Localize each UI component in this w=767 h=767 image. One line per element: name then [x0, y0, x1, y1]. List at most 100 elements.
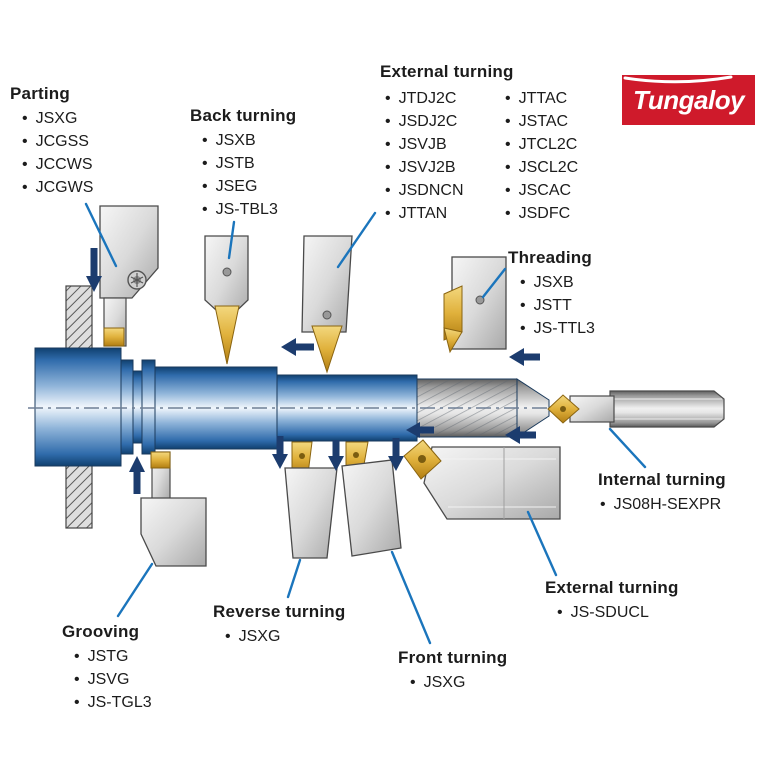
series-code-item: JSDNCN: [385, 179, 481, 202]
series-code-item: JS08H-SEXPR: [600, 493, 726, 516]
back-turning-screw: [222, 267, 232, 277]
screw-torx-line-3: [130, 276, 144, 284]
arrow-mid-down-head: [328, 456, 344, 471]
arrow-top-left-feed-head: [281, 338, 296, 356]
arrow-front-down-head: [388, 456, 404, 471]
workpiece-groove-ring: [132, 370, 143, 444]
threading-insert-tip: [443, 327, 463, 354]
label-internal-turning-title: Internal turning: [598, 470, 726, 489]
leader-grooving: [116, 562, 154, 618]
workpiece-graphic: [28, 347, 552, 467]
series-code-item: JSCAC: [505, 179, 601, 202]
series-code-item: JS-TBL3: [202, 198, 296, 221]
series-code-item: JSXB: [202, 129, 296, 152]
series-code-item: JSXB: [520, 271, 595, 294]
boring-bar-shank: [609, 390, 725, 428]
label-group-external-turning-top: External turning JTDJ2CJSDJ2CJSVJBJSVJ2B…: [380, 62, 601, 225]
workpiece-ring-2: [141, 359, 156, 455]
external-turning-bottom-series-list: JS-SDUCL: [557, 601, 679, 624]
tungaloy-logo: Tungaloy: [622, 75, 755, 125]
series-code-item: JCCWS: [22, 153, 93, 176]
label-group-front-turning: Front turning JSXG: [398, 648, 507, 694]
series-code-item: JCGWS: [22, 176, 94, 199]
reverse-turning-holder: [284, 467, 338, 559]
label-front-turning-title: Front turning: [398, 648, 508, 667]
label-back-turning-title: Back turning: [190, 106, 297, 125]
label-external-turning-bottom-title: External turning: [545, 578, 679, 597]
back-turning-insert: [214, 305, 240, 365]
sducl-screw: [418, 455, 426, 463]
series-code-item: JSXG: [22, 107, 93, 130]
series-code-item: JSEG: [202, 175, 296, 198]
series-code-item: JSVG: [74, 668, 152, 691]
leader-internal: [608, 427, 647, 469]
series-code-item: JSXG: [225, 625, 345, 648]
arrow-sducl-left-head: [406, 422, 420, 438]
series-code-item: JSDFC: [505, 202, 601, 225]
series-code-item: JSTT: [520, 294, 595, 317]
external-turning-tool-graphic: [301, 235, 353, 374]
series-code-item: JSTG: [74, 645, 152, 668]
arrow-grooving-up-head: [129, 456, 145, 472]
label-threading-title: Threading: [508, 248, 592, 267]
workpiece-large-cylinder: [34, 347, 122, 467]
series-code-item: JSVJ2B: [385, 156, 481, 179]
leader-back-turning: [227, 220, 236, 260]
chuck-block-bottom: [65, 463, 93, 529]
series-code-item: JS-TGL3: [74, 691, 152, 714]
parting-insert: [103, 327, 125, 347]
front-turning-series-list: JSXG: [410, 671, 507, 694]
label-group-back-turning: Back turning JSXBJSTBJSEGJS-TBL3: [190, 106, 296, 221]
label-group-reverse-turning: Reverse turning JSXG: [213, 602, 345, 648]
tungaloy-logo-text: Tungaloy: [632, 85, 745, 115]
series-code-item: JCGSS: [22, 130, 93, 153]
leader-reverse: [286, 558, 302, 599]
reverse-turning-screw: [299, 453, 305, 459]
leader-parting: [84, 202, 118, 268]
back-turning-tool-graphic: [204, 235, 249, 365]
label-grooving-title: Grooving: [62, 622, 140, 641]
external-turning-screw: [322, 310, 332, 320]
front-turning-screw: [353, 452, 359, 458]
chuck-fixture: [65, 285, 93, 529]
arrow-parting-down-head: [86, 276, 102, 292]
label-parting-title: Parting: [10, 84, 70, 103]
grooving-series-list: JSTGJSVGJS-TGL3: [74, 645, 152, 714]
parting-tool-graphic: [99, 205, 159, 347]
label-group-parting: Parting JSXGJCGSSJCCWSJCGWS: [10, 84, 93, 199]
boring-bar-insert-screw: [560, 406, 566, 412]
label-group-threading: Threading JSXBJSTTJS-TTL3: [508, 248, 595, 340]
internal-turning-tool-graphic: [547, 390, 725, 428]
label-group-external-turning-bottom: External turning JS-SDUCL: [545, 578, 679, 624]
arrow-threading-left-head: [509, 348, 524, 366]
leader-threading: [481, 267, 507, 299]
chuck-block-top: [65, 285, 93, 351]
series-code-item: JSCL2C: [505, 156, 601, 179]
series-code-item: JTTAN: [385, 202, 481, 225]
series-code-item: JSXG: [410, 671, 507, 694]
threading-tool-graphic: [443, 256, 507, 354]
external-turning-columns: JTDJ2CJSDJ2CJSVJBJSVJ2BJSDNCNJTTAN JTTAC…: [385, 85, 601, 225]
leader-front: [390, 550, 432, 645]
label-group-grooving: Grooving JSTGJSVGJS-TGL3: [62, 622, 152, 714]
parting-series-list: JSXGJCGSSJCCWSJCGWS: [22, 107, 94, 199]
arrow-internal-left-head: [505, 426, 520, 444]
leader-external-bottom: [526, 510, 558, 577]
series-code-item: JTCL2C: [505, 133, 601, 156]
leader-lines: [84, 202, 647, 645]
front-turning-holder: [341, 459, 402, 557]
reverse-turning-series-list: JSXG: [225, 625, 345, 648]
sducl-bar: [423, 446, 561, 520]
series-code-item: JTTAC: [505, 87, 601, 110]
series-code-item: JS-TTL3: [520, 317, 595, 340]
external-turning-insert: [311, 325, 343, 374]
threading-screw: [475, 295, 485, 305]
threading-series-list: JSXBJSTTJS-TTL3: [520, 271, 595, 340]
external-turning-holder: [301, 235, 353, 333]
external-turning-col2-list: JTTACJSTACJTCL2CJSCL2CJSCACJSDFC: [505, 87, 601, 225]
front-turning-tool-graphic: [341, 441, 402, 557]
reverse-turning-tool-graphic: [284, 441, 338, 559]
tungaloy-logo-underline: [623, 75, 733, 84]
